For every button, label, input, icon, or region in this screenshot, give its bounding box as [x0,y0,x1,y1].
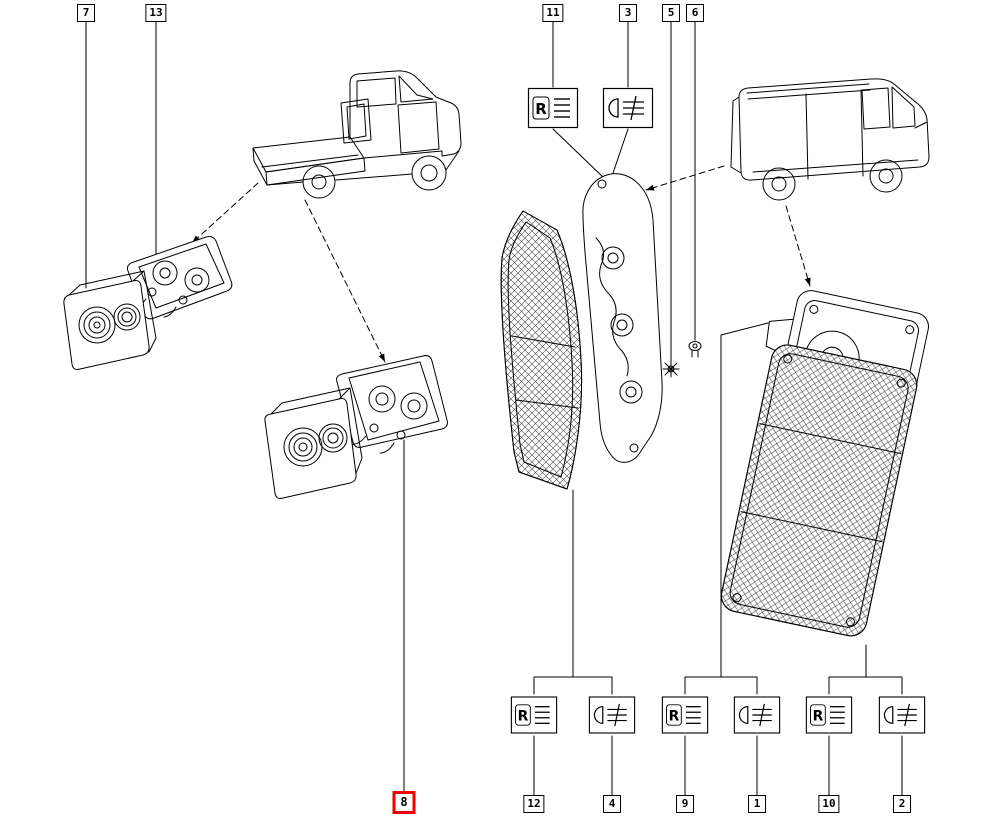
callout-5[interactable]: 5 [662,4,680,22]
callout-6[interactable]: 6 [686,4,704,22]
callout-12[interactable]: 12 [523,795,545,813]
rear-fog-lamp-icon [588,696,636,734]
rear-fog-lamp-icon [602,87,654,129]
callout-7[interactable]: 7 [77,4,95,22]
part-rear-lamp-housing-center [582,173,663,463]
part-front-lamp-unit-upper [63,270,157,370]
leader-lines [85,21,903,796]
callout-3[interactable]: 3 [619,4,637,22]
part-rear-lens-right [720,344,918,637]
part-front-lamp-unit-lower [264,387,363,499]
pointer-lines [191,165,811,363]
reversing-lamp-icon [527,87,579,129]
rear-fog-lamp-icon [733,696,781,734]
part-bulb-holder-plate-lower [336,355,448,454]
callout-13[interactable]: 13 [145,4,167,22]
part-rear-lens-center [500,210,583,490]
part-screw [662,360,680,378]
callout-8[interactable]: 8 [392,791,416,814]
callout-4[interactable]: 4 [603,795,621,813]
part-clip-nut [688,341,702,358]
callout-9[interactable]: 9 [676,795,694,813]
reversing-lamp-icon [510,696,558,734]
flatbed-truck-illustration [252,70,462,199]
callout-2[interactable]: 2 [893,795,911,813]
reversing-lamp-icon [661,696,709,734]
callout-11[interactable]: 11 [542,4,564,22]
callout-1[interactable]: 1 [748,795,766,813]
reversing-lamp-icon [805,696,853,734]
callout-10[interactable]: 10 [818,795,840,813]
rear-fog-lamp-icon [878,696,926,734]
van-illustration [730,78,930,201]
